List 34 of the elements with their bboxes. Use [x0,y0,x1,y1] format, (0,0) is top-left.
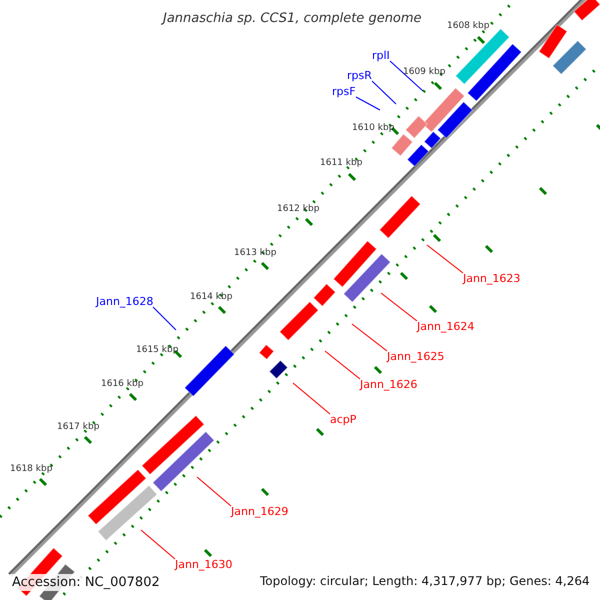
tick-label: 1611 kbp [320,159,362,168]
gene-label: acpP [330,414,356,425]
tick-label: 1617 kbp [57,423,100,432]
leader-line [352,324,388,352]
leader-line [426,244,464,274]
gene-label: Jann_1626 [360,379,418,390]
leader-line [196,476,232,506]
gene-label: rpsR [347,70,372,81]
tick-label: 1612 kbp [277,205,320,214]
leader-line [140,530,176,560]
leader-line [380,292,418,322]
gene-label: Jann_1625 [387,351,444,362]
leader-line [390,60,424,92]
tick-label: 1608 kbp [447,22,490,31]
gene-label: Jann_1630 [175,559,232,570]
tick-label: 1615 kbp [136,346,178,355]
tick-label: 1614 kbp [190,293,232,302]
leader-line [292,382,330,414]
leader-line [356,96,380,110]
gene-label: Jann_1624 [417,321,474,332]
genome-info-text: Topology: circular; Length: 4,317,977 bp; Genes: 4,264 [260,575,590,587]
leader-line [372,80,396,104]
leader-line [152,306,176,330]
gene-label: Jann_1623 [463,273,520,284]
tick-label: 1618 kbp [10,465,52,474]
tick-label: 1613 kbp [234,249,276,258]
diagram-title: Jannaschia sp. CCS1, complete genome [163,12,422,25]
gene-label: Jann_1628 [96,296,154,307]
gene-label: rpsF [332,86,356,97]
gene-label: rplI [372,50,390,61]
gene-label: Jann_1629 [231,506,288,517]
tick-label: 1616 kbp [101,380,144,389]
tick-label: 1609 kbp [403,68,446,77]
leader-line [324,350,360,380]
